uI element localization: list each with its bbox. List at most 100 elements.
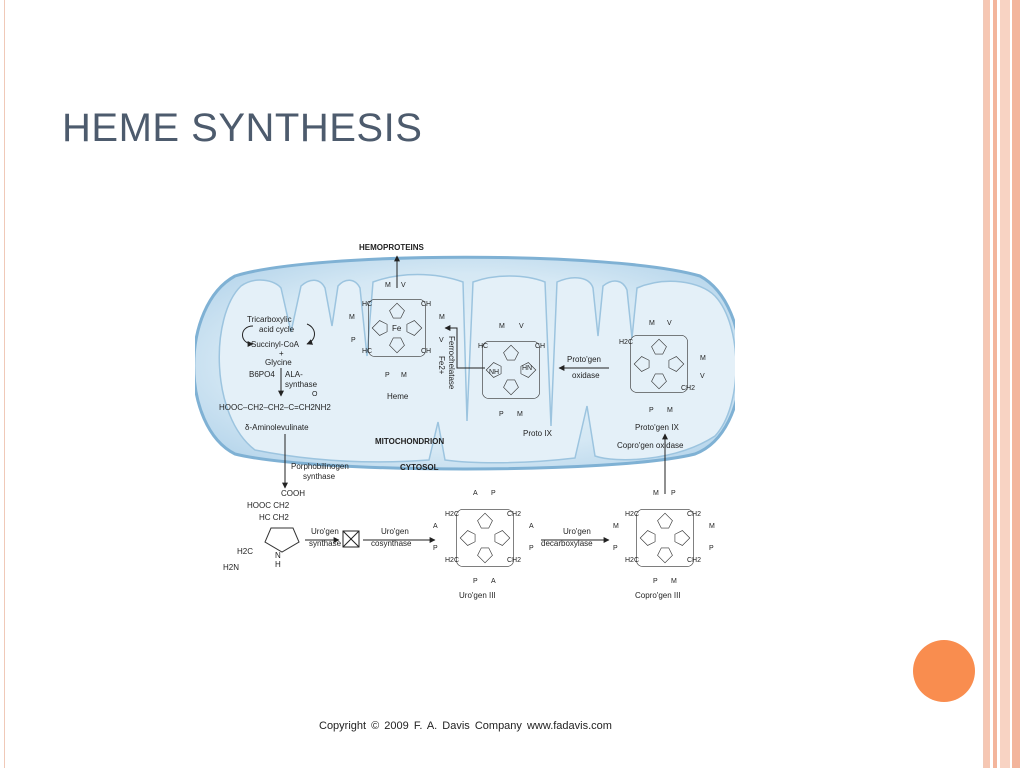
- proto-sub-hn: HN: [522, 365, 532, 372]
- coprogen-sub-ch2-2: CH2: [687, 557, 701, 564]
- pbg-h2c: H2C: [237, 547, 253, 556]
- proto-sub-m2: M: [517, 411, 523, 418]
- pbg-ring: [264, 527, 300, 553]
- protogen-sub-v2: V: [700, 373, 705, 380]
- tca-label-1: Tricarboxylic: [247, 315, 292, 324]
- tca-label-2: acid cycle: [259, 325, 295, 334]
- urogen-cosynthase-1: Uro'gen: [381, 527, 409, 536]
- urogen-sub-a2: A: [433, 523, 438, 530]
- coprogen-sub-p4: P: [653, 578, 658, 585]
- pbg-line3: HC CH2: [259, 513, 289, 522]
- urogen-iii-structure: [456, 509, 514, 567]
- mitochondrion-inner: [218, 273, 735, 464]
- heme-sub-m1: M: [385, 282, 391, 289]
- pbg-synthase-2: synthase: [303, 472, 336, 481]
- coprogen-oxidase-label: Copro'gen oxidase: [617, 441, 684, 450]
- heme-sub-ch1: CH: [421, 301, 431, 308]
- aminolevulinate: δ-Aminolevulinate: [245, 423, 309, 432]
- hydroxymethylbilane-box: [342, 530, 360, 548]
- protogen-sub-ch2: CH2: [681, 385, 695, 392]
- pbg-cooh: COOH: [281, 489, 305, 498]
- heme-fe: Fe: [392, 324, 402, 333]
- copyright-text: Copyright © 2009 F. A. Davis Company www…: [319, 720, 612, 732]
- heme-sub-m4: M: [401, 372, 407, 379]
- urogen-decarboxylase-2: decarboxylase: [541, 539, 593, 548]
- urogen-synthase-2: synthase: [309, 539, 342, 548]
- heme-sub-v1: V: [401, 282, 406, 289]
- protogen-oxidase-1: Proto'gen: [567, 355, 601, 364]
- coprogen-sub-m2: M: [613, 523, 619, 530]
- urogen-synthase-1: Uro'gen: [311, 527, 339, 536]
- coprogen-sub-ch2-1: CH2: [687, 511, 701, 518]
- pbg-h: H: [275, 560, 281, 569]
- protogen-ix-label: Proto'gen IX: [635, 423, 679, 432]
- coprogen-sub-m1: M: [653, 490, 659, 497]
- fe2-label: Fe2+: [437, 356, 446, 375]
- heme-sub-ch2: CH: [421, 348, 431, 355]
- ala-synthase-2: synthase: [285, 380, 318, 389]
- heme-sub-hc1: HC: [362, 301, 372, 308]
- glycine: Glycine: [265, 358, 292, 367]
- pbg-line2: HOOC CH2: [247, 501, 290, 510]
- urogen-sub-h2c2: H2C: [445, 557, 459, 564]
- coprogen-sub-h2c2: H2C: [625, 557, 639, 564]
- urogen-sub-p4: P: [473, 578, 478, 585]
- border-stripe-4: [1012, 0, 1020, 768]
- proto-sub-v1: V: [519, 323, 524, 330]
- ala-formula: HOOC–CH2–CH2–C=CH2NH2: [219, 403, 331, 412]
- protogen-sub-m3: M: [667, 407, 673, 414]
- border-stripe-3: [1000, 0, 1010, 768]
- protogen-sub-m2: M: [700, 355, 706, 362]
- pbg-synthase-1: Porphobilinogen: [291, 462, 349, 471]
- succinyl-coa: Succinyl-CoA: [251, 340, 300, 349]
- urogen-sub-ch2-1: CH2: [507, 511, 521, 518]
- urogen-sub-p2: P: [433, 545, 438, 552]
- urogen-sub-a1: A: [473, 490, 478, 497]
- urogen-sub-p1: P: [491, 490, 496, 497]
- heme-sub-p1: P: [351, 337, 356, 344]
- b6po4: B6PO4: [249, 370, 275, 379]
- coprogen-sub-p3: P: [709, 545, 714, 552]
- heme-sub-v2: V: [439, 337, 444, 344]
- mitochondrion-label: MITOCHONDRION: [375, 437, 444, 446]
- coprogen-sub-p2: P: [613, 545, 618, 552]
- protogen-sub-m1: M: [649, 320, 655, 327]
- box-cross-2: [342, 530, 360, 548]
- plus-sign: +: [279, 349, 284, 358]
- coprogen-iii-label: Copro'gen III: [635, 591, 681, 600]
- urogen-decarboxylase-1: Uro'gen: [563, 527, 591, 536]
- ala-oxo: O: [312, 391, 318, 398]
- ferrochelatase-label: Ferrochelatase: [447, 336, 456, 390]
- heme-sub-hc2: HC: [362, 348, 372, 355]
- heme-synthesis-diagram: HEMOPROTEINS Tricarboxylic acid cycle Su…: [195, 243, 735, 600]
- heme-sub-p2: P: [385, 372, 390, 379]
- border-stripe-1: [984, 0, 990, 768]
- urogen-iii-label: Uro'gen III: [459, 591, 496, 600]
- urogen-sub-ch2-2: CH2: [507, 557, 521, 564]
- coprogen-sub-m4: M: [671, 578, 677, 585]
- proto-sub-hc1: HC: [478, 343, 488, 350]
- slide-frame: [4, 0, 984, 768]
- heme-sub-m3: M: [439, 314, 445, 321]
- urogen-sub-p3: P: [529, 545, 534, 552]
- ala-synthase-1: ALA-: [285, 370, 303, 379]
- coprogen-sub-m3: M: [709, 523, 715, 530]
- border-stripe-2: [993, 0, 997, 768]
- heme-sub-m2: M: [349, 314, 355, 321]
- protogen-sub-p1: P: [649, 407, 654, 414]
- tca-cycle-arrow-2: [306, 323, 315, 345]
- protogen-sub-v1: V: [667, 320, 672, 327]
- urogen-cosynthase-2: cosynthase: [371, 539, 412, 548]
- accent-dot: [913, 640, 975, 702]
- urogen-sub-a4: A: [491, 578, 496, 585]
- heme-label: Heme: [387, 392, 409, 401]
- protogen-sub-h2c: H2C: [619, 339, 633, 346]
- proto-sub-nh: NH: [489, 369, 499, 376]
- ferrochelatase-arrow: [444, 325, 485, 369]
- proto-sub-p1: P: [499, 411, 504, 418]
- proto-ix-label: Proto IX: [523, 429, 553, 438]
- coprogen-sub-h2c1: H2C: [625, 511, 639, 518]
- proto-sub-ch1: CH: [535, 343, 545, 350]
- tca-cycle-arrow: [242, 325, 254, 347]
- hemoproteins-label: HEMOPROTEINS: [359, 243, 425, 252]
